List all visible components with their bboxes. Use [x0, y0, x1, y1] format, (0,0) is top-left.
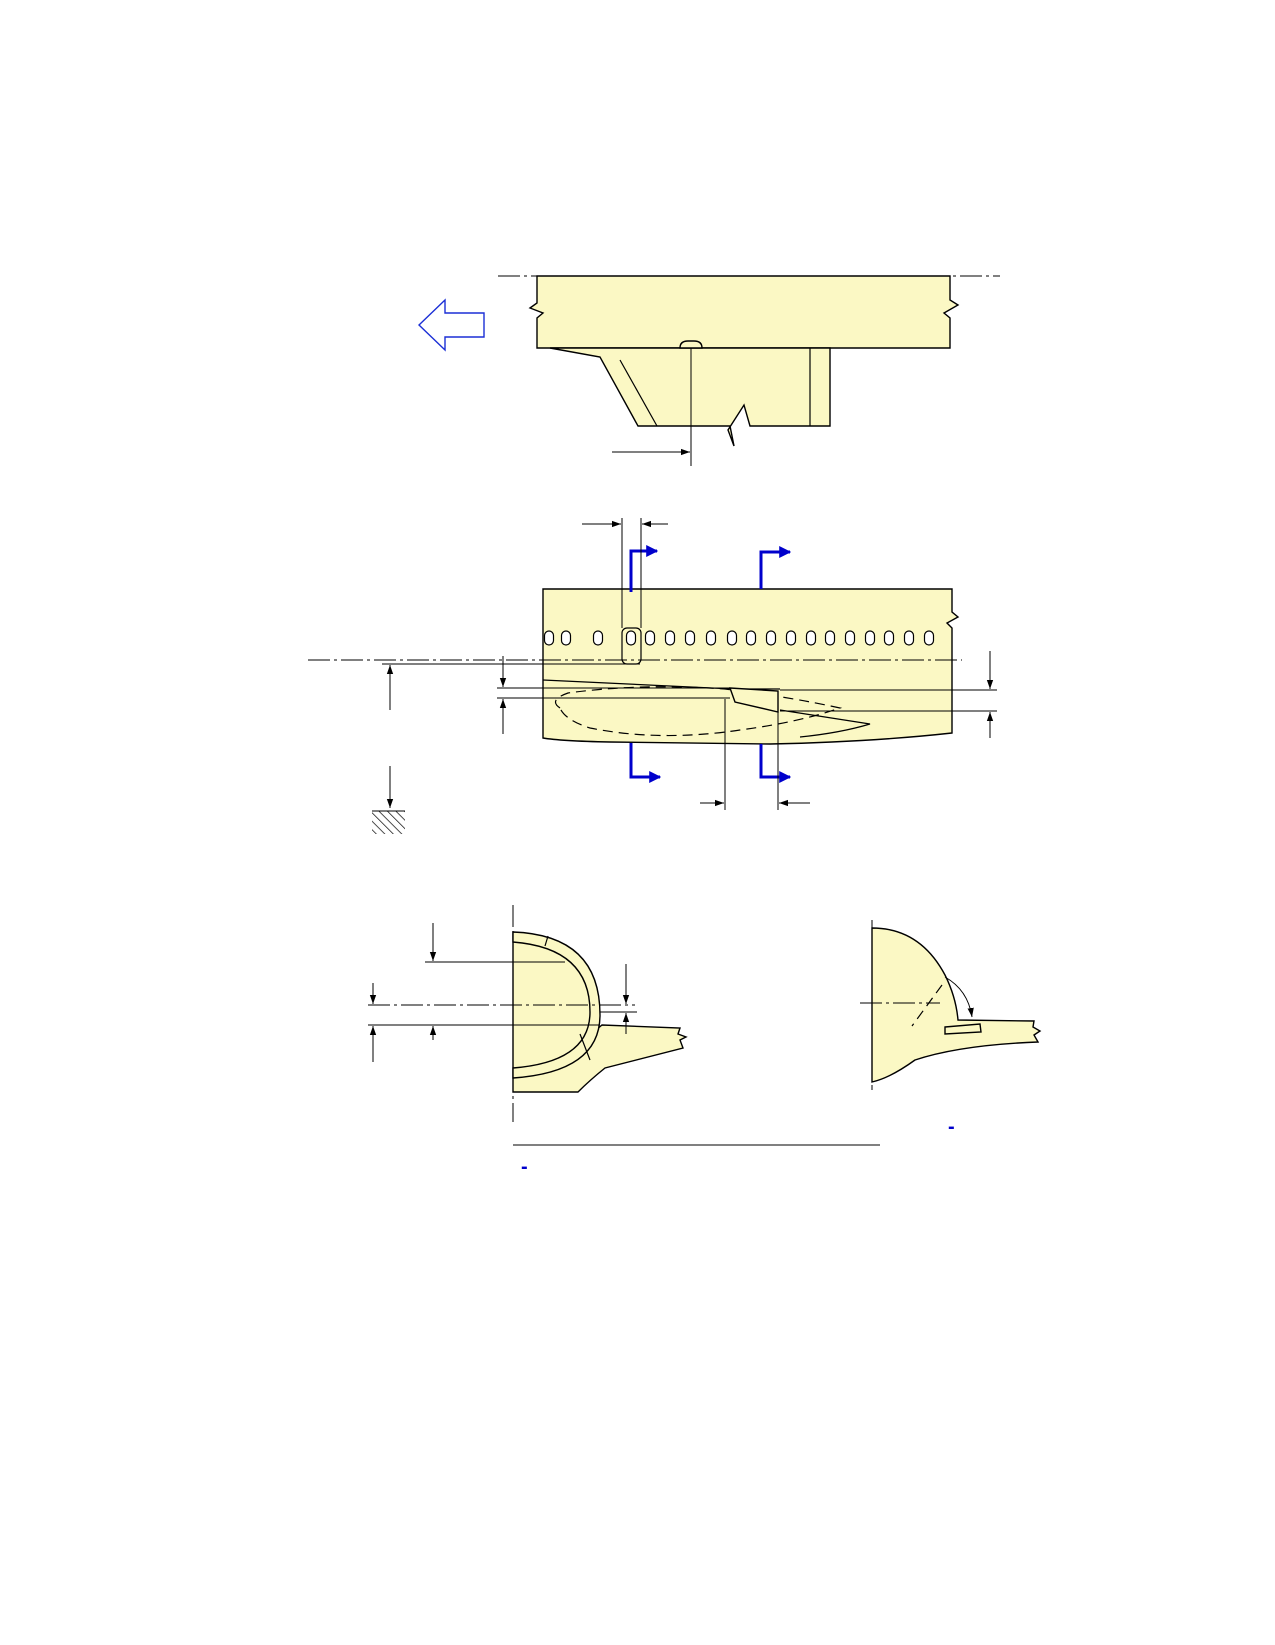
- window: [560, 630, 572, 646]
- window: [903, 630, 915, 646]
- window: [625, 630, 637, 646]
- window: [923, 630, 935, 646]
- flap-rotation-arrow: [944, 976, 974, 1018]
- fairing-edge-line: [619, 359, 658, 427]
- window-row: [543, 630, 935, 646]
- side-view: [308, 518, 997, 834]
- ring-tick-lower: [579, 1033, 591, 1061]
- section-view-left: -: [368, 905, 880, 1178]
- window: [844, 630, 856, 646]
- window: [824, 630, 836, 646]
- window: [644, 630, 656, 646]
- ground-hatch-icon: [372, 811, 405, 834]
- wing-hidden-outline: [554, 686, 843, 737]
- window: [664, 630, 676, 646]
- wing-outline: [779, 709, 871, 738]
- section-cut-upper-left: [629, 545, 659, 592]
- fuselage-side: [542, 588, 960, 745]
- window: [745, 630, 757, 646]
- access-slot: [679, 340, 703, 349]
- section-cut-upper-right: [759, 546, 792, 589]
- window: [592, 630, 604, 646]
- window: [726, 630, 738, 646]
- fwd-arrow-icon: [417, 298, 485, 352]
- section-cut-lower-left: [629, 743, 662, 783]
- flap-rotation-path: [911, 984, 943, 1027]
- window: [543, 630, 555, 646]
- fuselage-band: [528, 275, 960, 349]
- fairing-section-body: [871, 927, 1042, 1083]
- window: [765, 630, 777, 646]
- section-view-right: -: [860, 920, 1042, 1138]
- window: [705, 630, 717, 646]
- window: [864, 630, 876, 646]
- section-marker-left: -: [521, 1156, 528, 1178]
- window: [883, 630, 895, 646]
- ring-tick-upper: [544, 935, 549, 947]
- wing-fairing: [549, 347, 831, 447]
- section-marker-right: -: [948, 1116, 955, 1138]
- flap-panel: [944, 1023, 982, 1035]
- window: [785, 630, 797, 646]
- window: [805, 630, 817, 646]
- section-cut-lower-right: [759, 744, 792, 783]
- window: [684, 630, 696, 646]
- top-view: [417, 275, 1000, 466]
